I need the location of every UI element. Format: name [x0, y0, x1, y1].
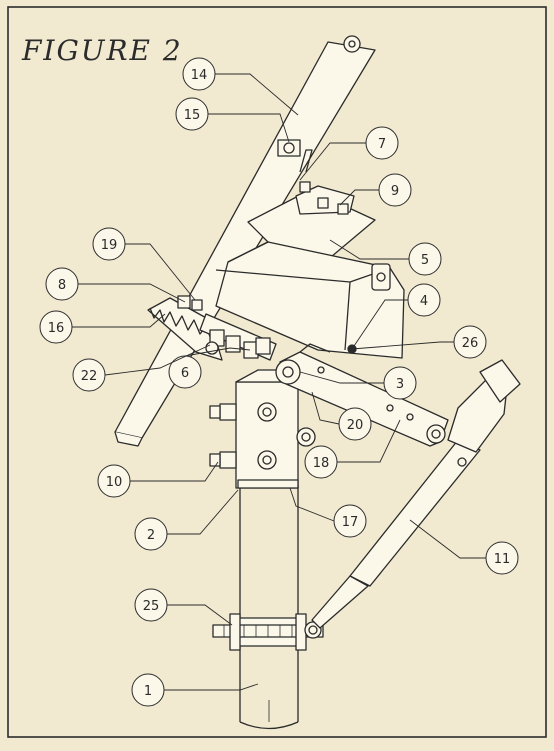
callout-18: 18: [313, 456, 330, 471]
callout-5: 5: [421, 253, 429, 268]
leader-lines: [72, 73, 486, 691]
callout-1: 1: [144, 684, 152, 699]
callout-8: 8: [58, 278, 66, 293]
callout-16: 16: [48, 321, 65, 336]
mast-tube: [239, 485, 299, 730]
callout-4: 4: [420, 294, 428, 309]
callout-15: 15: [184, 108, 201, 123]
bracket-15: [277, 139, 301, 157]
gear-assembly: [147, 295, 277, 361]
callout-17: 17: [342, 515, 359, 530]
callout-25: 25: [143, 599, 160, 614]
callout-3: 3: [396, 377, 404, 392]
callout-9: 9: [391, 184, 399, 199]
callout-19: 19: [101, 238, 118, 253]
callout-numbers: 14 15 7 9 5 4 26 3 20 18 17 11 19 8 16 2…: [48, 68, 511, 699]
callout-6: 6: [181, 366, 189, 381]
callout-7: 7: [378, 137, 386, 152]
top-flange: [295, 149, 355, 215]
callout-20: 20: [347, 418, 364, 433]
callout-14: 14: [191, 68, 208, 83]
callout-22: 22: [81, 369, 98, 384]
page-border: [7, 6, 547, 738]
clamp-band: [212, 613, 324, 651]
callout-11: 11: [494, 552, 511, 567]
pivot-lever: [275, 343, 449, 447]
callout-2: 2: [147, 528, 155, 543]
figure-title: FIGURE 2: [22, 34, 183, 67]
callout-26: 26: [462, 336, 479, 351]
linear-actuator: [311, 359, 521, 629]
callout-10: 10: [106, 475, 123, 490]
